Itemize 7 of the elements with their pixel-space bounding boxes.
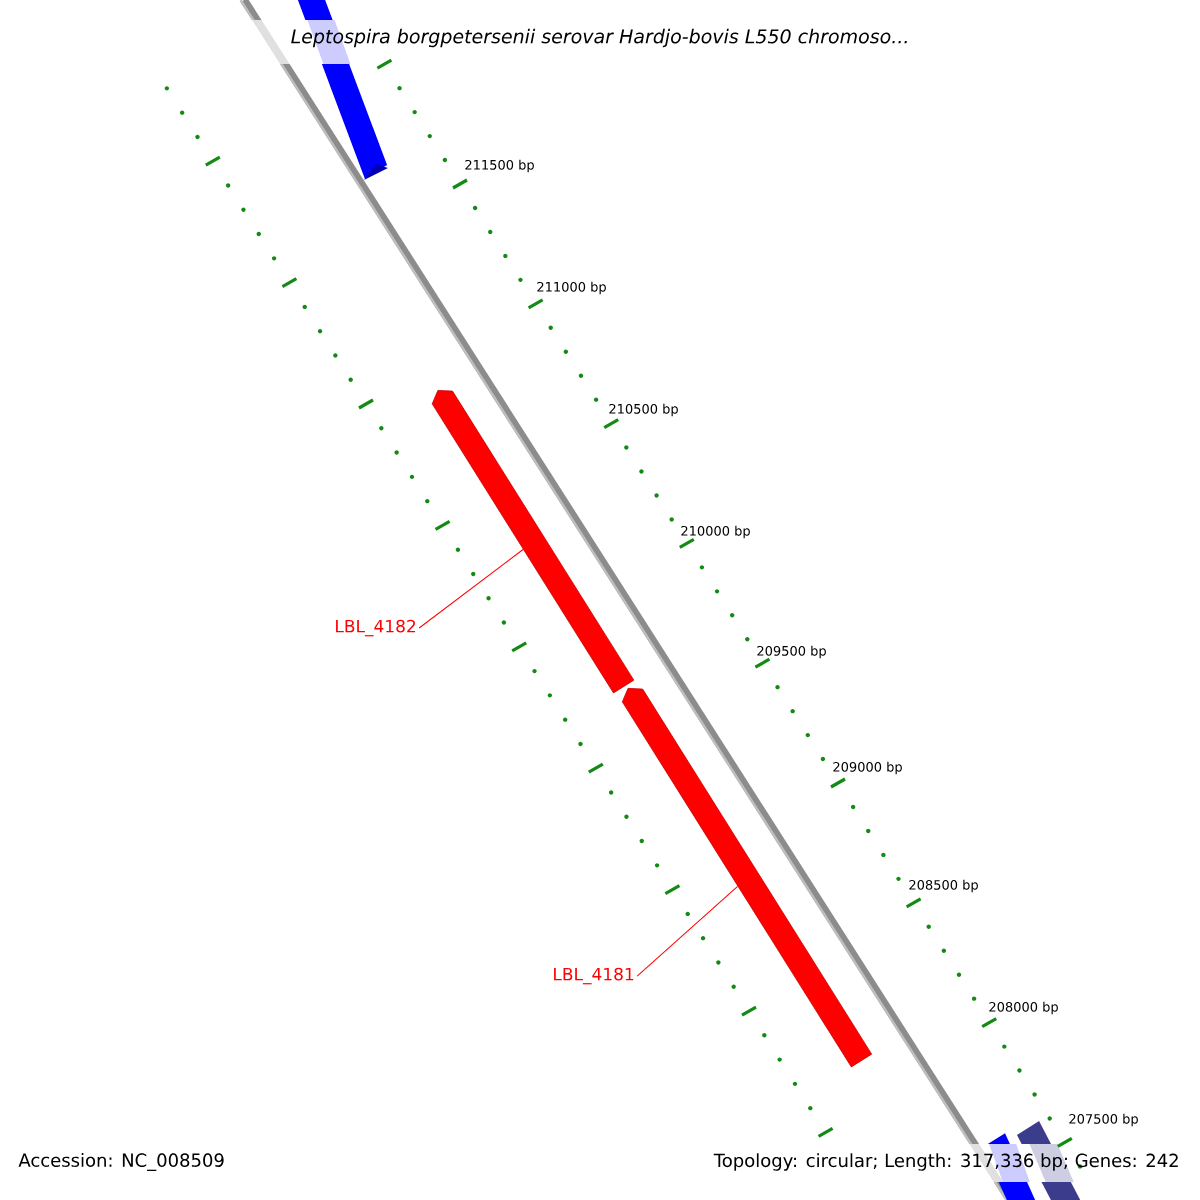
gene-label: LBL_4181 [554, 967, 634, 985]
summary-text: Topology: circular; Length: 317,336 bp; Genes: 242 [713, 1153, 1178, 1171]
accession-text: Accession: NC_008509 [18, 1153, 224, 1171]
leader-line [636, 885, 739, 977]
leader-line [418, 549, 524, 629]
gene-label: LBL_4182 [336, 619, 416, 637]
title: Leptospira borgpetersenii serovar Hardjo-bovis L550 chromoso... [291, 28, 907, 48]
